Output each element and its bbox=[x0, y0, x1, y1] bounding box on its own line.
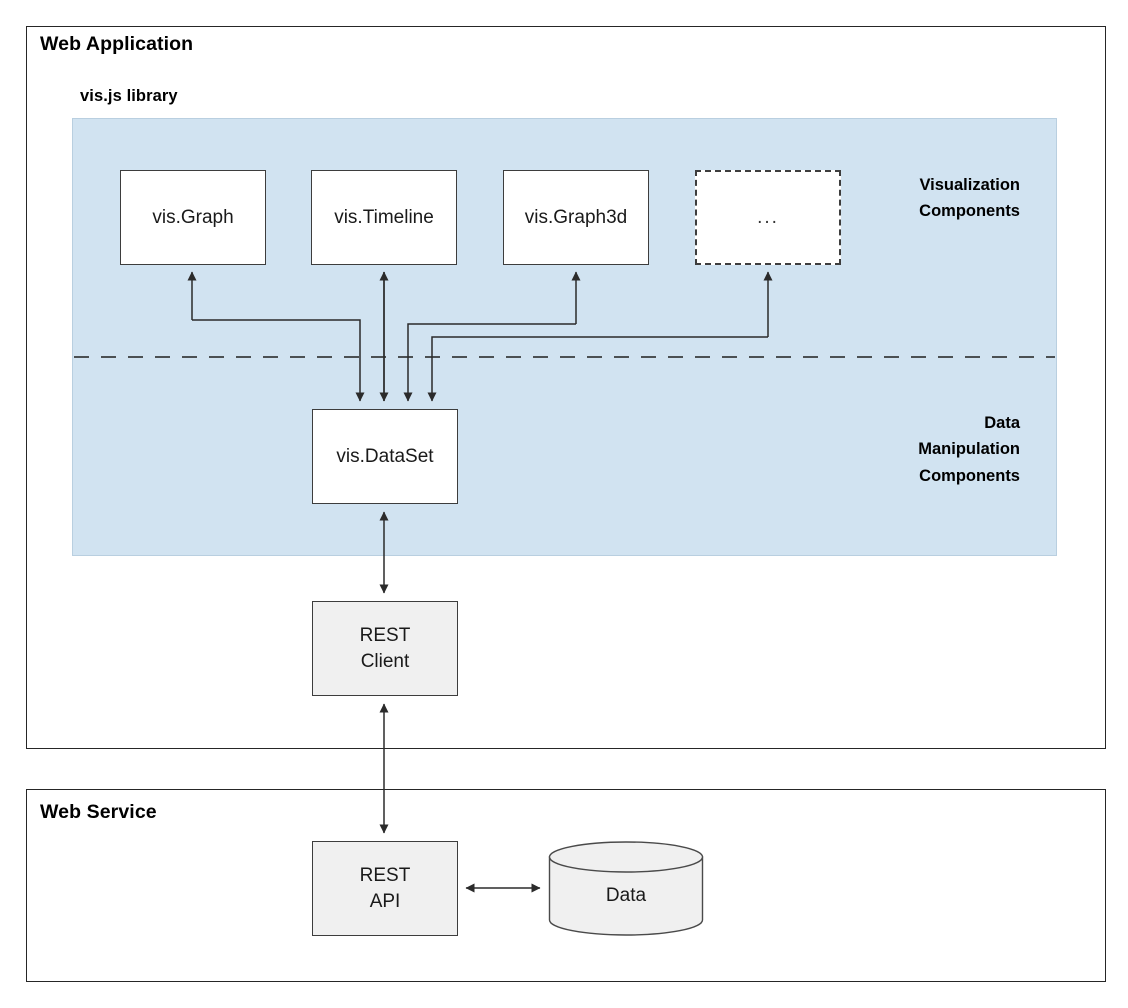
node-vis-dataset[interactable]: vis.DataSet bbox=[312, 409, 458, 504]
node-more-components[interactable]: ... bbox=[695, 170, 841, 265]
database-icon bbox=[548, 841, 704, 936]
node-rest-client[interactable]: REST Client bbox=[312, 601, 458, 696]
visualization-components-label: Visualization Components bbox=[919, 176, 1020, 221]
web-service-title: Web Service bbox=[40, 801, 157, 823]
node-database[interactable]: Data bbox=[548, 841, 704, 936]
node-rest-api[interactable]: REST API bbox=[312, 841, 458, 936]
web-application-frame bbox=[26, 26, 1106, 749]
node-vis-graph3d[interactable]: vis.Graph3d bbox=[503, 170, 649, 265]
web-application-title: Web Application bbox=[40, 33, 194, 55]
node-vis-graph[interactable]: vis.Graph bbox=[120, 170, 266, 265]
database-label: Data bbox=[605, 885, 647, 906]
vis-js-library-title: vis.js library bbox=[80, 87, 178, 105]
data-manipulation-components-label: Data Manipulation Components bbox=[918, 414, 1020, 485]
node-vis-timeline[interactable]: vis.Timeline bbox=[311, 170, 457, 265]
web-service-frame bbox=[26, 789, 1106, 982]
